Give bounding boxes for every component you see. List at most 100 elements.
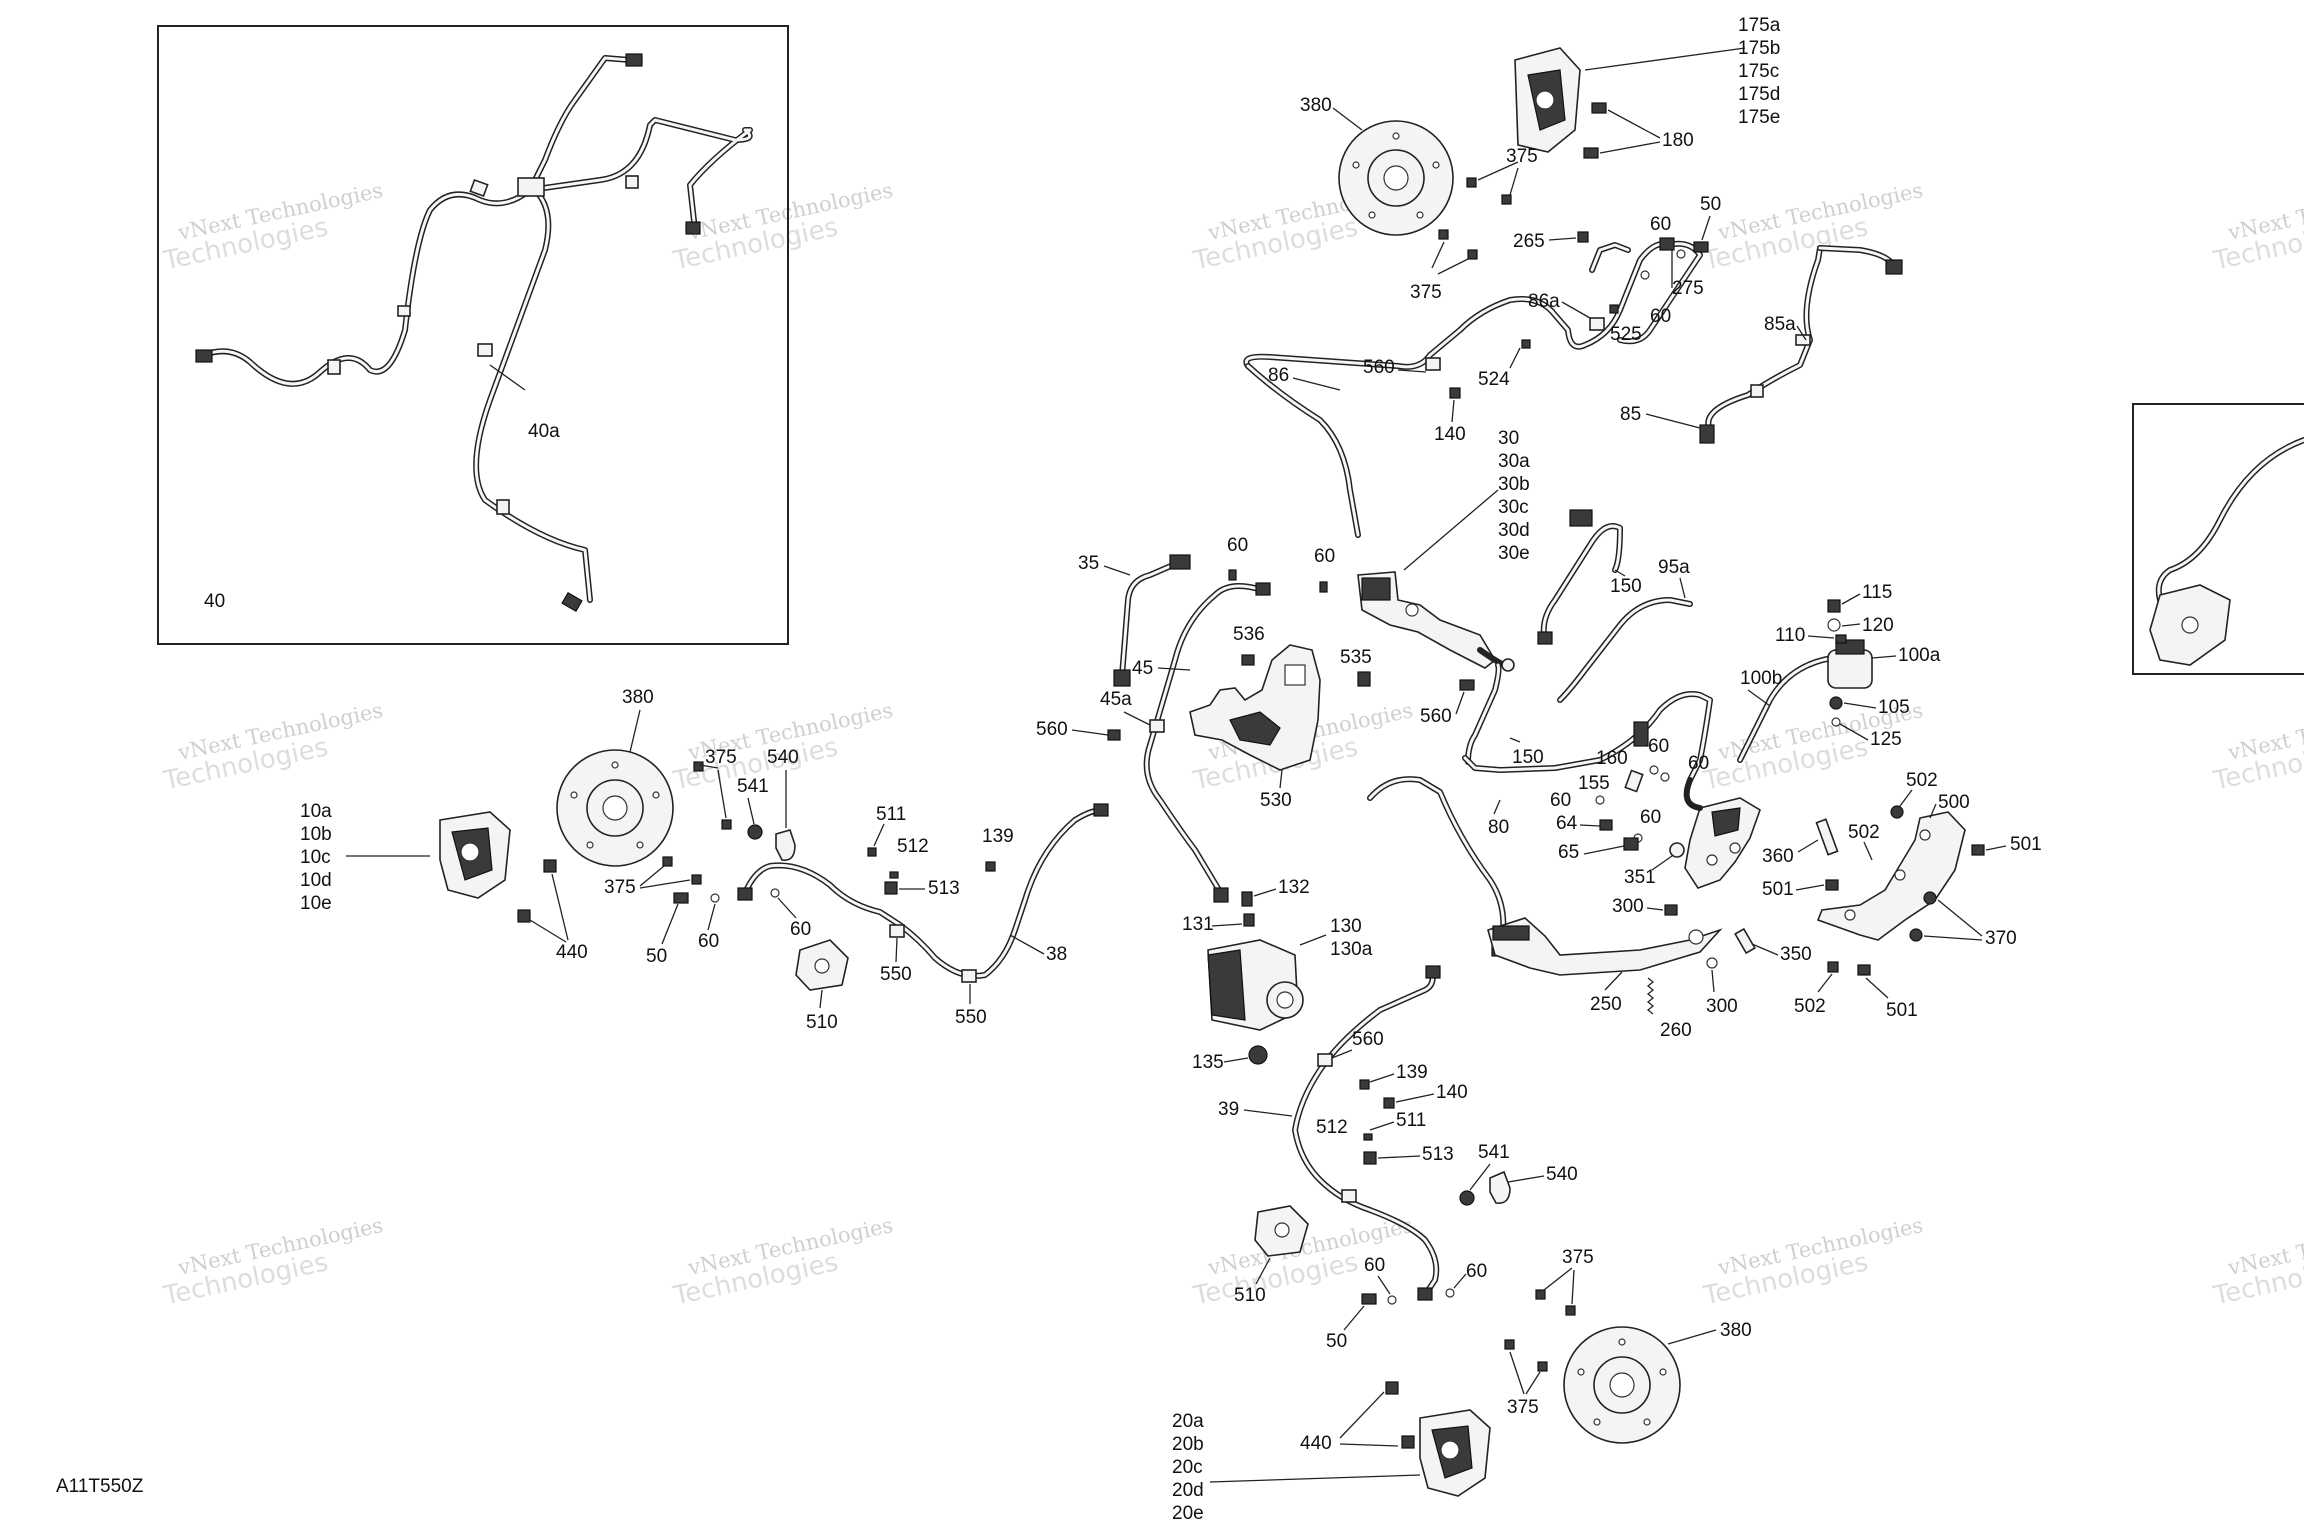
fitting [737,887,753,901]
rear-master-cylinder: 115 120 110 100a 100b 105 125 160 155 60… [1550,582,1941,889]
washer-60 [1660,772,1670,782]
clip [625,175,639,189]
washer-120 [1827,618,1841,632]
brake-pedal-250: 250 260 300 300 350 [1487,896,1812,1041]
screw-375 [1565,1305,1576,1316]
bolt-50 [673,892,689,904]
callout-380-left: 380 [622,687,654,708]
bracket-510 [795,939,849,991]
washer-60 [1387,1295,1397,1305]
brake-disc-380-top [1338,120,1454,236]
callout-160: 160 [1596,748,1628,769]
callout-131: 131 [1182,914,1214,935]
switch-160 [1633,721,1649,747]
hose-39-group: 560 39 139 140 512 511 513 541 540 510 6… [1218,965,1578,1352]
bolt-501 [1825,879,1839,891]
callout-38: 38 [1046,944,1067,965]
callout-150-a: 150 [1610,576,1642,597]
callout-64: 64 [1556,813,1578,834]
rear-master-cylinder-body [1683,777,1761,889]
callout-265: 265 [1513,231,1545,252]
washer-60 [1649,765,1659,775]
bolt-50 [1693,241,1709,253]
callout-110: 110 [1775,625,1805,646]
fitting-65 [1623,837,1639,851]
bolt-50 [1361,1293,1377,1305]
bolt-180 [1583,147,1599,159]
bolt-180 [1591,102,1607,114]
sensor-connector [1113,669,1131,687]
spring-260 [1646,977,1655,1015]
callout-351: 351 [1624,867,1656,888]
callout-60-g: 60 [1550,790,1571,811]
washer-60 [1640,270,1650,280]
fitting [685,221,701,235]
callout-65: 65 [1558,842,1579,863]
clip [1149,719,1165,733]
washer-60 [770,888,780,898]
callout-150-b: 150 [1512,747,1544,768]
bracket-500: 360 500 502 502 501 501 370 502 501 [1762,770,2042,1021]
fitting [1255,582,1271,596]
callout-180: 180 [1662,130,1694,151]
callout-45: 45 [1132,658,1153,679]
callout-512-b: 512 [1316,1117,1348,1138]
screw-375 [691,874,702,885]
callout-132: 132 [1278,877,1310,898]
watermark: vNext Technologies Technologies [670,1213,895,1312]
callout-375-b: 375 [1410,282,1442,303]
callout-524: 524 [1478,369,1510,390]
callout-380-bottom: 380 [1720,1320,1752,1341]
callout-139-a: 139 [982,826,1014,847]
callout-155: 155 [1578,773,1610,794]
washer-512 [1363,1133,1373,1141]
pin-350 [1734,927,1756,955]
callout-85: 85 [1620,404,1641,425]
callout-60-a: 60 [1650,214,1671,235]
grommet-105 [1829,696,1843,710]
screw-375 [1438,229,1449,240]
fitting [1537,631,1553,645]
grommet-135 [1248,1045,1268,1065]
callout-300-b: 300 [1706,996,1738,1017]
nut-502 [1890,805,1904,819]
clip-550 [961,969,977,983]
watermark: vNext Technologies Technologies [160,1213,385,1312]
hose-86 [1243,241,1671,370]
screw-375 [662,856,673,867]
callout-105: 105 [1878,697,1910,718]
fitting-155 [1624,769,1644,793]
callout-512-a: 512 [897,836,929,857]
clip [327,359,341,375]
abs-bracket-530: 536 535 530 560 [1189,624,1475,811]
watermark: vNext Technologies Technologies [1700,1213,1925,1312]
watermark: vNext Technologies Technologies [160,178,385,277]
screw-300 [1664,904,1678,916]
screw-375 [693,761,704,772]
callout-60-c: 60 [1227,535,1248,556]
clip-525 [1609,304,1619,314]
callout-540-b: 540 [1546,1164,1578,1185]
pedal-pivot [1688,929,1704,945]
callout-501-c: 501 [1886,1000,1918,1021]
callout-275: 275 [1672,278,1704,299]
callout-140-b: 140 [1436,1082,1468,1103]
callout-250: 250 [1590,994,1622,1015]
callout-140-a: 140 [1434,424,1466,445]
clip [397,305,411,317]
callout-60-j: 60 [790,919,811,940]
callout-60-f: 60 [1688,753,1709,774]
callout-120: 120 [1862,615,1894,636]
fitting-64 [1599,819,1613,831]
callout-50-c: 50 [1326,1331,1347,1352]
watermark: vNext Technologies Technologies [2210,1213,2304,1312]
screw-375 [1467,249,1478,260]
clip [496,499,510,515]
clip [477,343,493,357]
callout-125: 125 [1870,729,1902,750]
callout-60-e: 60 [1648,736,1669,757]
callout-540-a: 540 [767,747,799,768]
fitting [625,53,643,67]
